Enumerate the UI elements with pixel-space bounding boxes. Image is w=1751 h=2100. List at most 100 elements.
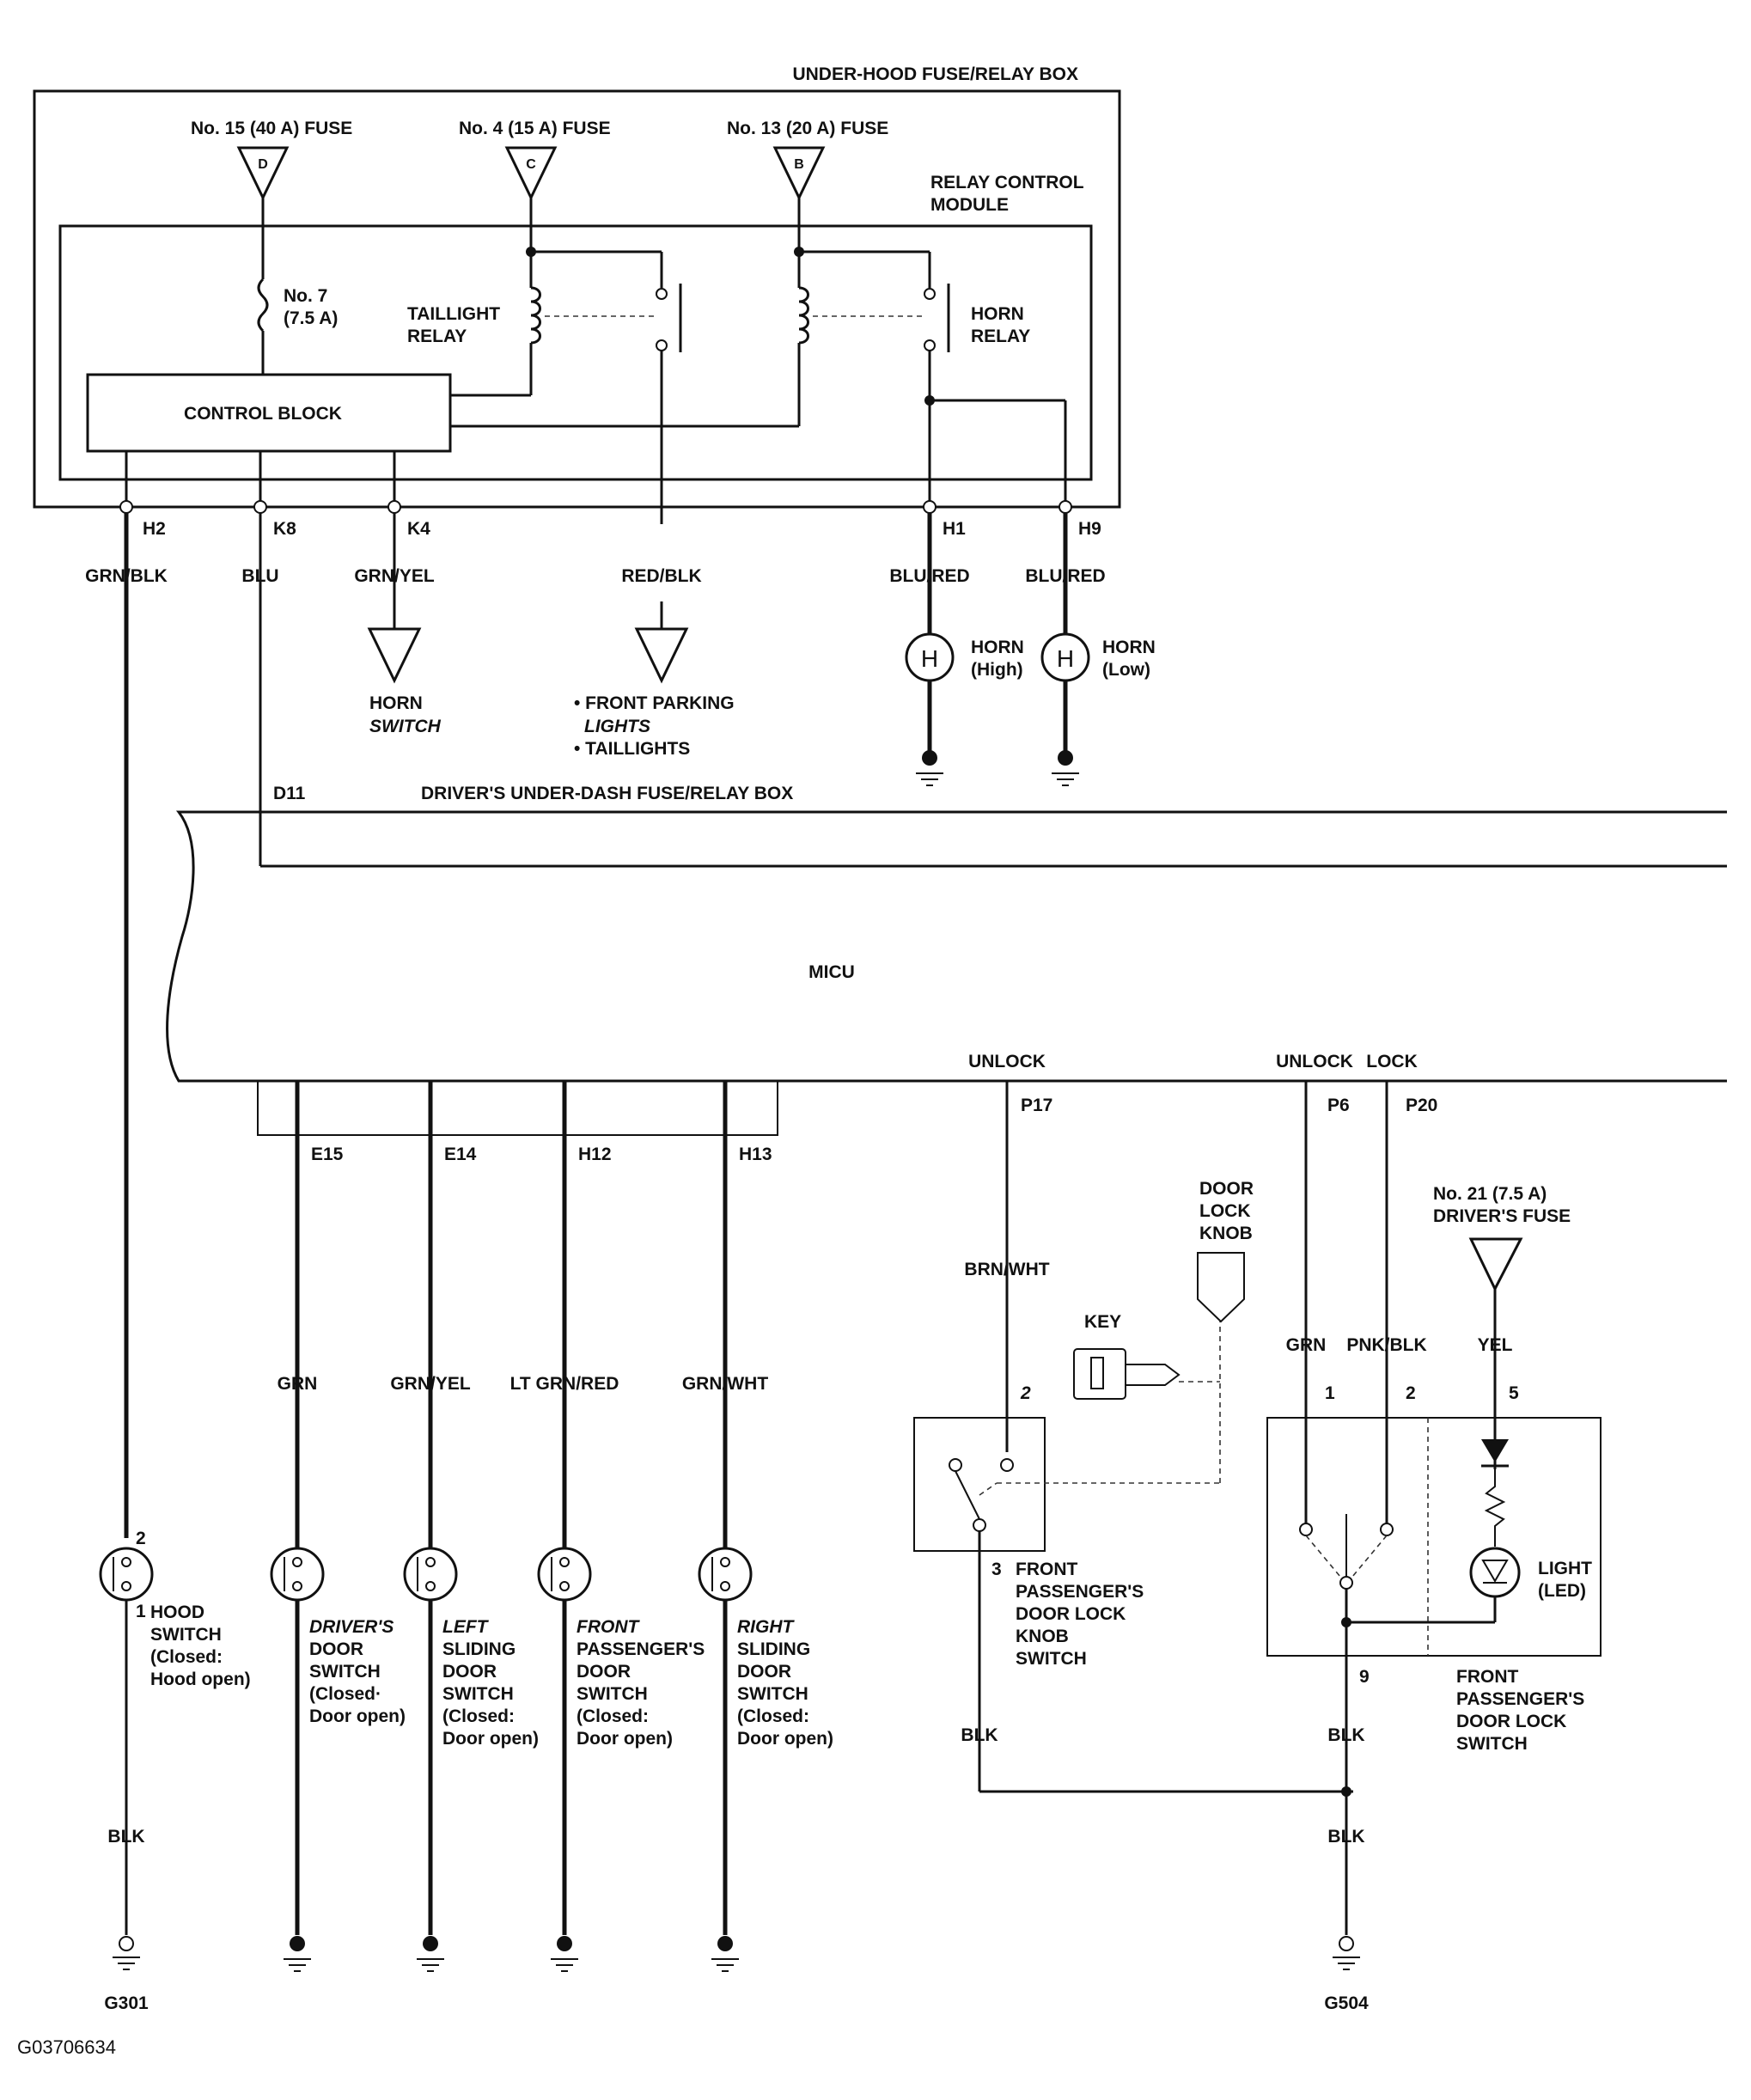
pin-p20: P20 xyxy=(1406,1096,1437,1115)
g504-ground: BLK BLK G504 xyxy=(1324,1725,1369,2013)
right-switch-label-5: (Closed: xyxy=(737,1706,809,1726)
pin-h2: H2 xyxy=(143,519,166,539)
drivers-under-dash-box: DRIVER'S UNDER-DASH FUSE/RELAY BOX D11 M… xyxy=(166,784,1727,1083)
door-lock-knob-label-3: KNOB xyxy=(1199,1224,1253,1243)
horn-relay-label-2: RELAY xyxy=(971,327,1030,346)
right-switch-label-2: SLIDING xyxy=(737,1639,810,1659)
driver-switch-label-5: Door open) xyxy=(309,1706,406,1726)
front-parking-label-1: • FRONT PARKING xyxy=(574,693,735,713)
left-switch-label-6: Door open) xyxy=(442,1729,539,1749)
pin-h12: H12 xyxy=(578,1145,612,1164)
pin-dls-5: 5 xyxy=(1509,1383,1519,1403)
fuse-no21-label-1: No. 21 (7.5 A) xyxy=(1433,1184,1547,1204)
fuse-no15-label: No. 15 (40 A) FUSE xyxy=(191,119,352,138)
light-label-2: (LED) xyxy=(1538,1581,1586,1601)
pin-p17: P17 xyxy=(1021,1096,1052,1115)
knob-switch-label-1: FRONT xyxy=(1016,1560,1077,1579)
wire-yel: YEL xyxy=(1478,1335,1513,1355)
drivers-box-label: DRIVER'S UNDER-DASH FUSE/RELAY BOX xyxy=(421,784,793,803)
horn-low-label-1: HORN xyxy=(1102,638,1156,657)
under-hood-fuse-relay-box: UNDER-HOOD FUSE/RELAY BOX xyxy=(33,64,1121,509)
pin-d11: D11 xyxy=(273,784,306,803)
horn-high-symbol: H xyxy=(921,645,938,672)
lock-switch-label-2: PASSENGER'S xyxy=(1456,1689,1584,1709)
pin-hood-2: 2 xyxy=(136,1529,146,1548)
door-lock-knob-label-2: LOCK xyxy=(1199,1201,1251,1221)
horn-switch-label-1: HORN xyxy=(369,693,423,713)
fuse-no13: No. 13 (20 A) FUSE B xyxy=(727,119,888,201)
pin-h9: H9 xyxy=(1078,519,1101,539)
pin-unlock-1: UNLOCK xyxy=(968,1052,1046,1071)
relay-control-module: RELAY CONTROL MODULE xyxy=(58,173,1093,481)
left-grounds: G301 xyxy=(104,1936,739,2013)
wire-blu: BLU xyxy=(241,566,278,586)
wire-lt-grn-red: LT GRN/RED xyxy=(510,1374,619,1394)
knob-switch-label-2: PASSENGER'S xyxy=(1016,1582,1144,1602)
driver-switch-label-2: DOOR xyxy=(309,1639,363,1659)
hood-switch-label-3: (Closed: xyxy=(150,1647,223,1667)
left-switch-label-2: SLIDING xyxy=(442,1639,516,1659)
pin-k4: K4 xyxy=(407,519,430,539)
fuse-no7-label-1: No. 7 xyxy=(284,286,327,306)
fuse-no13-letter: B xyxy=(794,157,804,172)
horn-low-symbol: H xyxy=(1057,645,1074,672)
horn-relay: HORN RELAY xyxy=(450,198,1067,507)
knob-switch-label-3: DOOR LOCK xyxy=(1016,1604,1126,1624)
knob-switch-label-4: KNOB xyxy=(1016,1627,1069,1646)
control-block-outputs xyxy=(125,451,396,507)
horn-high-label-1: HORN xyxy=(971,638,1024,657)
taillight-relay: TAILLIGHT RELAY xyxy=(407,198,682,524)
horn-low-label-2: (Low) xyxy=(1102,660,1150,680)
front-switch-label-1: FRONT xyxy=(577,1617,640,1637)
micu-lock-pins: UNLOCK UNLOCK LOCK P17 P6 P20 xyxy=(968,1052,1437,1115)
key-label: KEY xyxy=(1084,1312,1121,1332)
pin-unlock-2: UNLOCK xyxy=(1276,1052,1353,1071)
front-switch-label-2: PASSENGER'S xyxy=(577,1639,705,1659)
drivers-door-switch: DRIVER'S DOOR SWITCH (Closed· Door open) xyxy=(270,1547,406,1935)
hood-switch-label-2: SWITCH xyxy=(150,1625,222,1645)
pin-hood-1: 1 xyxy=(136,1602,146,1621)
relay-control-label-2: MODULE xyxy=(930,195,1009,215)
control-block-label: CONTROL BLOCK xyxy=(184,404,342,424)
front-passenger-door-switch: FRONT PASSENGER'S DOOR SWITCH (Closed: D… xyxy=(537,1547,705,1935)
under-hood-wires: GRN/BLK BLU GRN/YEL HORN SWITCH RED/BLK … xyxy=(85,513,1727,1538)
horn-high-label-2: (High) xyxy=(971,660,1023,680)
wire-red-blk: RED/BLK xyxy=(621,566,701,586)
wire-blk-knob: BLK xyxy=(961,1725,998,1745)
ground-g301: G301 xyxy=(104,1993,149,2013)
left-switch-label-1: LEFT xyxy=(442,1617,490,1637)
hood-switch-label-4: Hood open) xyxy=(150,1670,251,1689)
door-lock-knob-label-1: DOOR xyxy=(1199,1179,1254,1199)
front-switch-label-4: SWITCH xyxy=(577,1684,648,1704)
hood-switch: 2 1 HOOD SWITCH (Closed: Hood open) xyxy=(99,1529,251,1935)
fuse-no15: No. 15 (40 A) FUSE D xyxy=(191,119,352,201)
pin-knob-2: 2 xyxy=(1020,1383,1031,1403)
lock-switch-label-4: SWITCH xyxy=(1456,1734,1528,1754)
right-sliding-door-switch: RIGHT SLIDING DOOR SWITCH (Closed: Door … xyxy=(698,1547,833,1935)
wire-blu-red-2: BLU/RED xyxy=(1025,566,1105,586)
knob-switch-label-5: SWITCH xyxy=(1016,1649,1087,1669)
front-parking-label-3: • TAILLIGHTS xyxy=(574,739,690,759)
pin-dls-2: 2 xyxy=(1406,1383,1416,1403)
wire-pnk-blk: PNK/BLK xyxy=(1346,1335,1426,1355)
fuse-no4: No. 4 (15 A) FUSE C xyxy=(459,119,611,201)
wire-blk-g504: BLK xyxy=(1327,1827,1364,1847)
pin-lock: LOCK xyxy=(1366,1052,1418,1071)
control-block: CONTROL BLOCK xyxy=(86,373,452,453)
driver-switch-label-1: DRIVER'S xyxy=(309,1617,394,1637)
under-hood-box-label: UNDER-HOOD FUSE/RELAY BOX xyxy=(792,64,1078,84)
door-lock-switch: GRN PNK/BLK 1 2 No. 21 (7.5 A) DRIVER'S … xyxy=(1266,1081,1602,1935)
driver-switch-label-3: SWITCH xyxy=(309,1662,381,1682)
pin-knob-3: 3 xyxy=(991,1560,1002,1579)
right-switch-label-6: Door open) xyxy=(737,1729,833,1749)
right-switch-label-3: DOOR xyxy=(737,1662,791,1682)
fuse-no7: No. 7 (7.5 A) xyxy=(257,198,338,375)
lock-switch-label-3: DOOR LOCK xyxy=(1456,1712,1566,1731)
key-icon: KEY xyxy=(1073,1312,1181,1400)
fuse-no4-label: No. 4 (15 A) FUSE xyxy=(459,119,611,138)
pin-dls-9: 9 xyxy=(1359,1667,1370,1687)
pin-p6: P6 xyxy=(1327,1096,1350,1115)
micu-label: MICU xyxy=(808,962,855,982)
door-switch-connector: E15 E14 H12 H13 xyxy=(257,1080,778,1164)
taillight-relay-label-2: RELAY xyxy=(407,327,467,346)
